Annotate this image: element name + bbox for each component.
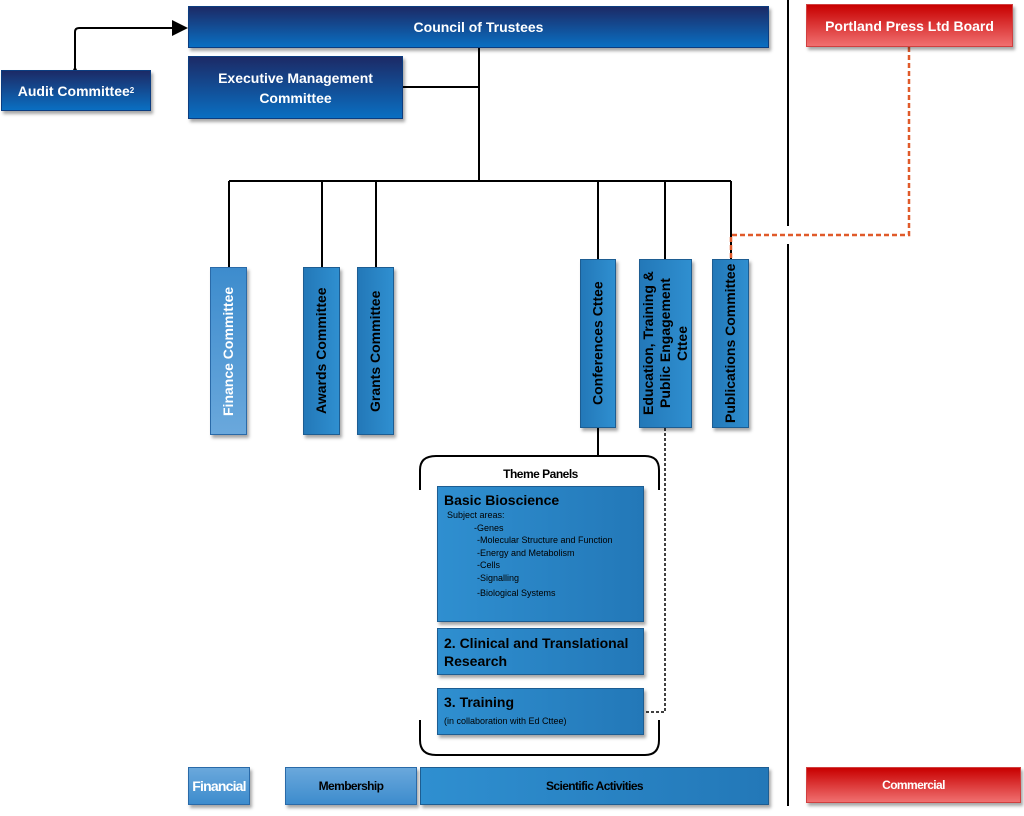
- portland-press-box: Portland Press Ltd Board: [806, 4, 1013, 47]
- council-label: Council of Trustees: [413, 19, 544, 35]
- education-committee-box: Education, Training & Public Engagement …: [639, 259, 692, 428]
- awards-committee-box: Awards Committee: [303, 267, 340, 435]
- publications-committee-box: Publications Committee: [712, 259, 749, 428]
- training-note: (in collaboration with Ed Cttee): [444, 716, 567, 726]
- executive-management-box: Executive Management Committee: [188, 56, 403, 119]
- finance-committee-box: Finance Committee: [210, 267, 247, 435]
- portland-label: Portland Press Ltd Board: [825, 17, 994, 34]
- subject-item: -Molecular Structure and Function: [477, 535, 613, 545]
- conferences-label: Conferences Cttee: [589, 281, 606, 406]
- financial-label: Financial: [192, 778, 246, 794]
- executive-label: Executive Management Committee: [218, 69, 373, 106]
- subject-item: -Cells: [477, 560, 501, 570]
- finance-label: Finance Committee: [220, 286, 236, 416]
- council-of-trustees-box: Council of Trustees: [188, 6, 769, 48]
- subject-item: -Signalling: [477, 572, 520, 583]
- education-label: Education, Training & Public Engagement …: [640, 271, 690, 416]
- scientific-label: Scientific Activities: [546, 779, 644, 793]
- theme-panels-label: Theme Panels: [503, 467, 578, 481]
- basic-bioscience-title: Basic Bioscience: [444, 492, 560, 508]
- audit-arrow: [67, 20, 188, 82]
- clinical-translational-panel: 2. Clinical and Translational Research: [437, 628, 644, 675]
- commercial-box: Commercial: [806, 767, 1021, 803]
- audit-footnote: 2: [129, 86, 135, 95]
- basic-bioscience-panel: Basic Bioscience Subject areas: -Genes -…: [437, 486, 644, 622]
- subject-item: -Genes: [474, 522, 504, 533]
- clinical-title: 2. Clinical and Translational Research: [444, 635, 629, 669]
- audit-label: Audit Committee: [17, 82, 130, 99]
- subject-areas-label: Subject areas:: [447, 510, 505, 520]
- publications-label: Publications Committee: [722, 263, 738, 424]
- subject-item: -Biological Systems: [477, 588, 556, 598]
- scientific-activities-box: Scientific Activities: [420, 767, 769, 805]
- training-title: 3. Training: [444, 694, 515, 710]
- awards-label: Awards Committee: [313, 287, 329, 415]
- membership-box: Membership: [285, 767, 417, 805]
- commercial-label: Commercial: [882, 778, 945, 792]
- financial-box: Financial: [188, 767, 250, 805]
- grants-label: Grants Committee: [367, 290, 383, 412]
- membership-label: Membership: [318, 779, 384, 793]
- subject-item: -Energy and Metabolism: [477, 547, 575, 558]
- conferences-committee-box: Conferences Cttee: [580, 259, 616, 428]
- training-panel: 3. Training (in collaboration with Ed Ct…: [437, 688, 644, 735]
- grants-committee-box: Grants Committee: [357, 267, 394, 435]
